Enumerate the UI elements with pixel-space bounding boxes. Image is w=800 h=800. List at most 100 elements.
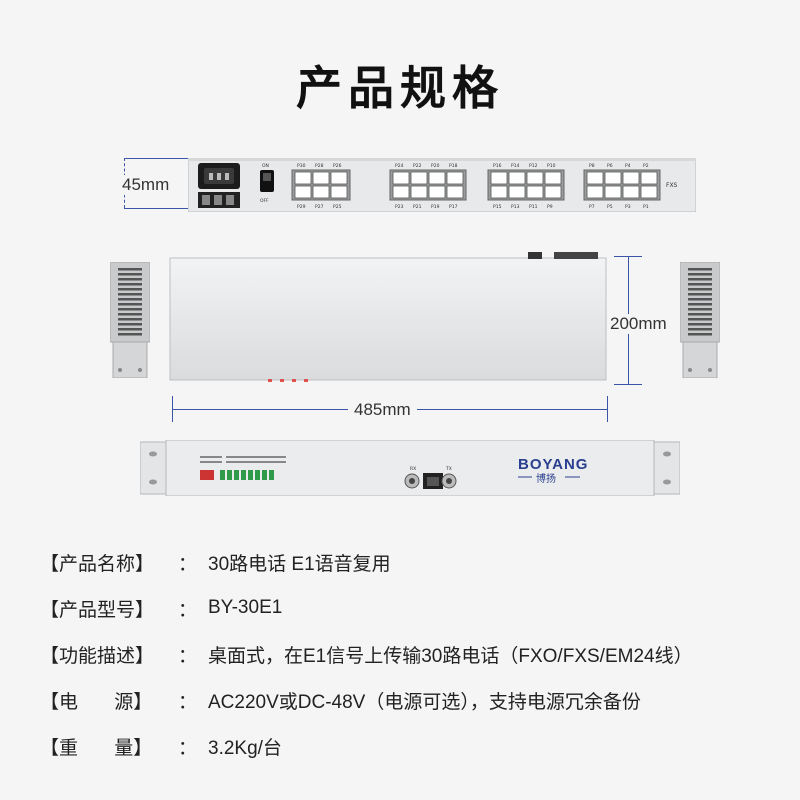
rj11-port-icon [428, 185, 446, 199]
rj11-port-icon [294, 171, 312, 185]
rj11-port-groups: P30P29P28P27P26P25P24P23P22P21P20P19P18P… [291, 163, 661, 210]
rj11-port-icon [640, 171, 658, 185]
vent-slot [118, 298, 142, 301]
port-label: P24 [395, 163, 404, 169]
width-label: 485mm [348, 400, 417, 420]
fxs-label: FXS [666, 182, 678, 189]
rj11-port-icon [604, 185, 622, 199]
vent-slot [688, 288, 712, 291]
spec-row-model: 【产品型号】 ： BY-30E1 [40, 597, 283, 621]
rj11-port-icon [446, 185, 464, 199]
dip-switch [248, 470, 253, 480]
dip-switch [255, 470, 260, 480]
port-label: P4 [625, 163, 631, 169]
dip-switch [227, 470, 232, 480]
vent-slot [688, 278, 712, 281]
front-panel: ON OFF FXS P30P29P28P27P26P25P24P23P22P2… [188, 158, 696, 212]
vent-slot [118, 283, 142, 286]
rj11-port-icon [446, 171, 464, 185]
port-label: P20 [431, 163, 440, 169]
vent-slot [688, 313, 712, 316]
vent-slot [688, 328, 712, 331]
rj11-port-icon [294, 185, 312, 199]
port-label: P10 [547, 163, 556, 169]
rj11-port-icon [312, 185, 330, 199]
vent-slot [688, 293, 712, 296]
port-label: P11 [529, 204, 538, 210]
port-label: P22 [413, 163, 422, 169]
rj11-port-icon [428, 171, 446, 185]
terminal-block-icon [198, 192, 240, 208]
vent-slot [118, 313, 142, 316]
depth-label: 200mm [608, 314, 669, 334]
spec-row-function: 【功能描述】 ： 桌面式，在E1信号上传输30路电话（FXO/FXS/EM24线… [40, 644, 693, 667]
rj11-port-icon [508, 185, 526, 199]
vent-slot [118, 278, 142, 281]
vent-slot [688, 333, 712, 336]
vent-slot [688, 318, 712, 321]
rj11-port-icon [526, 171, 544, 185]
spec-row-weight: 【重 量】 ： 3.2Kg/台 [40, 736, 282, 759]
rj11-port-icon [640, 185, 658, 199]
port-label: P14 [511, 163, 520, 169]
vent-slot [118, 318, 142, 321]
rj11-port-icon [622, 185, 640, 199]
vent-slot [118, 323, 142, 326]
port-label: P15 [493, 204, 502, 210]
vent-slot [688, 268, 712, 271]
port-label: P25 [333, 204, 342, 210]
power-socket-icon [198, 163, 240, 189]
port-label: P13 [511, 204, 520, 210]
width-dim-left [172, 396, 173, 422]
brand-logo: BOYANG [518, 456, 588, 473]
dip-switch [241, 470, 246, 480]
vent-slot [688, 308, 712, 311]
spec-row-power: 【电 源】 ： AC220V或DC-48V（电源可选），支持电源冗余备份 [40, 690, 641, 713]
height-dim-bottom [124, 208, 188, 209]
vent-slot [118, 333, 142, 336]
port-label: P29 [297, 204, 306, 210]
switch-off-label: OFF [260, 198, 269, 204]
rj11-port-icon [586, 171, 604, 185]
rear-panel: RX TX BOYANG 博扬 [140, 440, 680, 496]
vent-slot [118, 293, 142, 296]
vent-slot [118, 268, 142, 271]
depth-dim-top [614, 256, 642, 257]
port-label: P28 [315, 163, 324, 169]
depth-dim-bottom [614, 384, 642, 385]
port-label: P9 [547, 204, 553, 210]
port-label: P16 [493, 163, 502, 169]
dip-switch [262, 470, 267, 480]
port-label: P5 [607, 204, 613, 210]
port-label: P26 [333, 163, 342, 169]
dip-switch-icons [220, 470, 274, 480]
rj11-port-icon [392, 171, 410, 185]
vent-slot [118, 273, 142, 276]
vent-slot [118, 308, 142, 311]
vent-slot [118, 303, 142, 306]
port-label: P18 [449, 163, 458, 169]
rj11-port-icon [410, 185, 428, 199]
port-label: P27 [315, 204, 324, 210]
height-label: 45mm [120, 175, 172, 195]
rj11-port-icon [312, 171, 330, 185]
rj11-port-icon [392, 185, 410, 199]
vent-slot [688, 298, 712, 301]
port-label: P7 [589, 204, 595, 210]
page-title: 产品规格 [296, 61, 504, 115]
port-label: P1 [643, 204, 649, 210]
rj11-port-icon [544, 171, 562, 185]
vent-slot [688, 303, 712, 306]
port-label: P23 [395, 204, 404, 210]
right-ear [680, 262, 720, 378]
rj11-port-icon [508, 171, 526, 185]
rj11-port-icon [490, 185, 508, 199]
port-label: P3 [625, 204, 631, 210]
rj11-port-icon [622, 171, 640, 185]
device-top-view [169, 252, 607, 382]
brand-cn: 博扬 [536, 472, 556, 485]
spec-row-name: 【产品名称】 ： 30路电话 E1语音复用 [40, 552, 391, 575]
rx-label: RX [410, 466, 416, 472]
port-label: P2 [643, 163, 649, 169]
left-ear [110, 262, 150, 378]
